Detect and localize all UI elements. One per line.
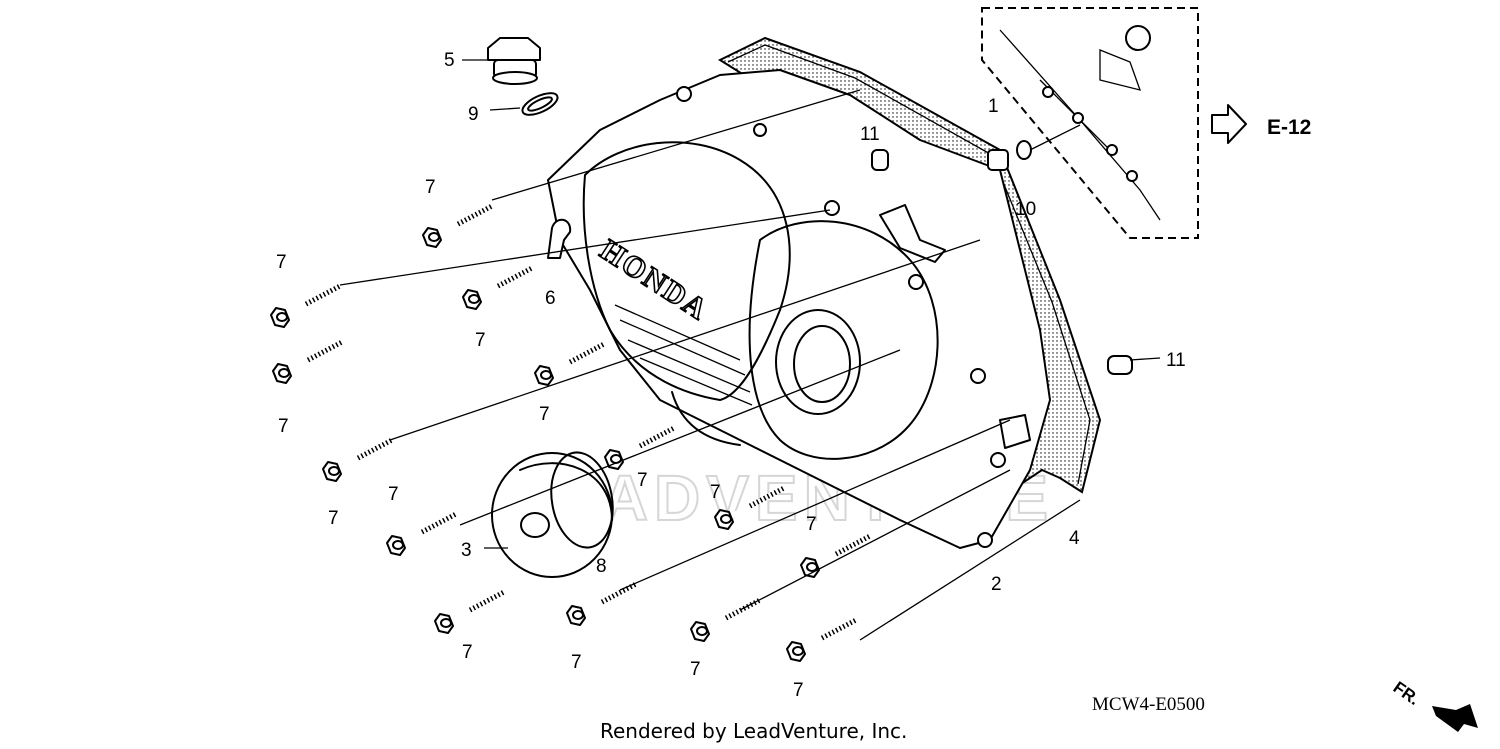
- callout-7: 7: [462, 642, 473, 663]
- callout-4: 4: [1069, 528, 1080, 549]
- oil-filler-cap: [487, 37, 541, 85]
- callout-5: 5: [444, 50, 455, 71]
- cable-clamp: [547, 218, 572, 259]
- callout-10: 10: [1015, 199, 1036, 220]
- callout-1: 1: [988, 96, 999, 117]
- assembly-lines: [339, 59, 1161, 641]
- callout-7: 7: [690, 659, 701, 680]
- o-ring: [521, 92, 559, 116]
- callout-11: 11: [1166, 350, 1186, 371]
- callout-7: 7: [571, 652, 582, 673]
- callout-8: 8: [596, 556, 607, 577]
- callout-7: 7: [475, 330, 486, 351]
- dowel-pin-upper: [871, 149, 889, 171]
- dowel-pin-lower: [1107, 355, 1133, 375]
- callout-7: 7: [710, 482, 721, 503]
- callout-7: 7: [388, 484, 399, 505]
- callout-9: 9: [468, 104, 479, 125]
- diagram-code: MCW4-E0500: [1092, 694, 1205, 715]
- reference-arrow-icon: [1211, 104, 1247, 144]
- callout-11: 11: [860, 124, 880, 145]
- front-direction-icon: [1432, 704, 1478, 732]
- cap-1: [987, 149, 1009, 171]
- callout-7: 7: [278, 416, 289, 437]
- callout-7: 7: [539, 404, 550, 425]
- right-crankcase-cover: [547, 69, 1051, 549]
- footer-credit: Rendered by LeadVenture, Inc.: [600, 719, 907, 743]
- reference-e12: E-12: [1267, 116, 1311, 139]
- callout-3: 3: [461, 540, 472, 561]
- callout-2: 2: [991, 574, 1002, 595]
- callout-7: 7: [806, 514, 817, 535]
- callout-7: 7: [425, 177, 436, 198]
- front-direction-label: FR.: [1390, 678, 1423, 709]
- callout-6: 6: [545, 288, 556, 309]
- callout-7: 7: [793, 680, 804, 701]
- inset-detail-box: [981, 7, 1199, 239]
- callout-7: 7: [328, 508, 339, 529]
- callout-7: 7: [637, 470, 648, 491]
- callout-7: 7: [276, 252, 287, 273]
